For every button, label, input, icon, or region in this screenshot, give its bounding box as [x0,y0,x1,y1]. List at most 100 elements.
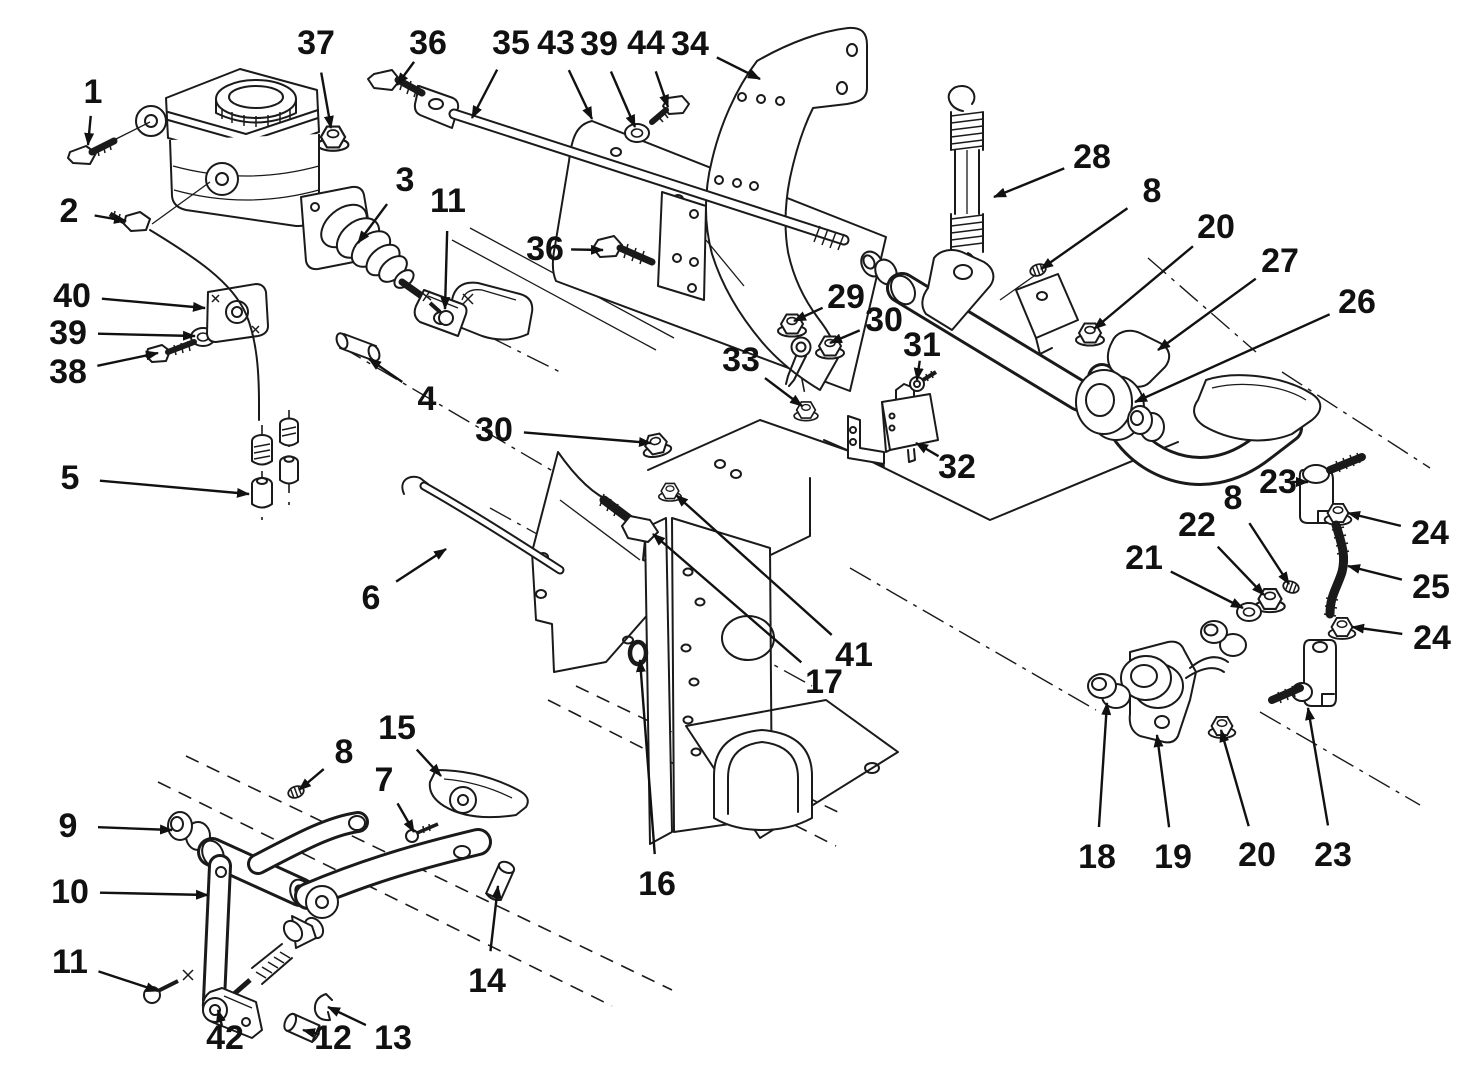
callout-40: 40 [53,277,206,315]
switch-screw [909,370,938,392]
callout-30: 30 [475,411,652,449]
wire-eyelet [785,336,812,387]
callout-leader [101,297,206,312]
callout-16: 16 [635,659,676,903]
callout-leader [1347,510,1402,528]
callout-leader [675,494,833,636]
callout-leader [98,970,159,993]
callout-label: 20 [1197,208,1235,246]
callout-label: 7 [375,761,394,799]
callout-leader [915,441,940,458]
callout-1: 1 [84,73,103,146]
callout-label: 31 [903,326,941,364]
callout-leader [97,350,159,367]
callout-label: 43 [537,24,575,62]
rod-6 [401,475,565,575]
callout-leader [1305,707,1330,826]
callout-label: 34 [671,25,709,63]
callout-label: 40 [53,277,91,315]
washer-39-upper [624,123,650,143]
callout-label: 24 [1413,619,1451,657]
callout-label: 4 [418,380,437,418]
push-rod [413,85,850,251]
callout-41: 41 [675,494,873,674]
callout-label: 24 [1411,514,1449,552]
callout-31: 31 [903,326,941,381]
callout-23: 23 [1305,707,1352,874]
callout-26: 26 [1134,283,1376,404]
nut-37 [316,125,350,152]
callout-44: 44 [627,24,670,108]
callout-label: 26 [1338,283,1376,321]
callout-leader [1219,729,1250,827]
callout-label: 35 [492,24,530,62]
callout-leader [99,889,209,900]
callout-leader [97,824,173,835]
callout-32: 32 [915,441,976,486]
callout-label: 5 [61,459,80,497]
callout-leader [94,214,127,224]
callout-label: 8 [1224,479,1243,517]
nut-20-shaft [1075,322,1105,347]
callout-label: 13 [374,1019,412,1057]
cotter-pin-upper [420,290,454,326]
screw-38 [145,339,197,363]
callout-label: 8 [1143,172,1162,210]
callout-label: 30 [865,301,903,339]
callout-label: 10 [51,873,89,911]
callout-18: 18 [1078,702,1116,876]
callout-8: 8 [1224,479,1291,585]
callout-label: 15 [378,709,416,747]
callout-17: 17 [652,533,843,701]
callout-label: 36 [526,230,564,268]
callout-leader [1097,702,1112,828]
callout-34: 34 [671,25,761,81]
callout-label: 39 [49,314,87,352]
callout-label: 18 [1078,838,1116,876]
callout-13: 13 [327,1005,412,1057]
callout-39: 39 [49,314,196,352]
callout-label: 23 [1259,463,1297,501]
nut-30-frame [639,430,674,461]
callout-11: 11 [430,182,466,310]
callout-leader [415,748,442,777]
callout-leader [1040,207,1129,270]
o-ring [627,639,649,667]
callout-leader [829,329,861,345]
set-screw-shaft [1027,261,1049,279]
callout-label: 33 [722,341,760,379]
nut-33 [793,401,819,422]
callout-leader [1351,623,1403,636]
callout-label: 29 [827,278,865,316]
callout-label: 41 [835,636,873,674]
callout-leader [84,115,95,146]
callout-label: 32 [938,448,976,486]
callout-leader [793,306,824,323]
brake-rod-linkage [1087,452,1366,744]
callout-leader [913,360,924,381]
callout-30: 30 [829,301,903,345]
callout-25: 25 [1347,564,1450,606]
callout-leader [1157,277,1257,351]
callout-24: 24 [1351,619,1451,657]
callout-label: 1 [84,73,103,111]
callout-3: 3 [357,161,414,244]
callout-label: 22 [1178,506,1216,544]
callout-leader [302,1028,320,1038]
callout-6: 6 [362,547,447,617]
clevis-pin-4 [335,332,381,362]
callout-label: 16 [638,865,676,903]
callout-label: 39 [580,25,618,63]
callout-2: 2 [60,192,127,230]
bolt-36-upper [367,69,426,98]
callout-38: 38 [49,350,159,391]
callout-5: 5 [61,459,250,498]
callout-8: 8 [298,733,353,791]
callout-leader [489,885,502,952]
callout-label: 9 [59,807,78,845]
callout-leader [1170,570,1244,610]
callout-leader [1216,545,1265,596]
callout-label: 25 [1412,568,1450,606]
callout-42: 42 [206,1009,244,1057]
